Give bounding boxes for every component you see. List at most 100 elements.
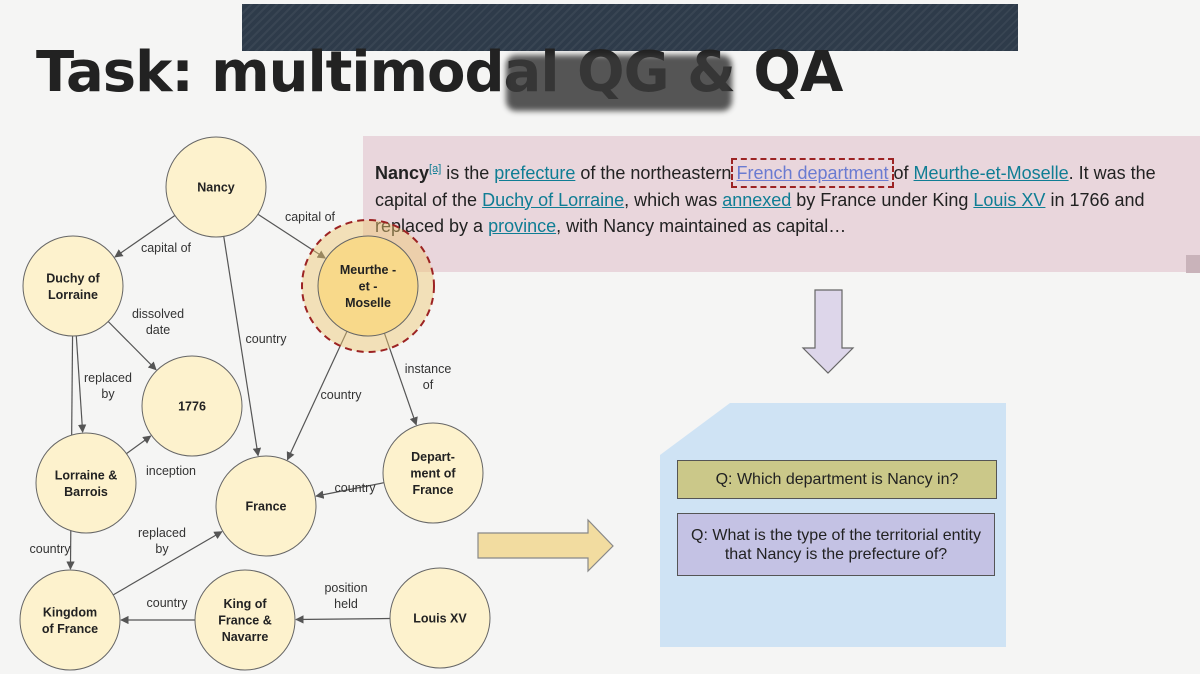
node-label: Meurthe -et -Moselle xyxy=(340,263,396,310)
node-label-line: France xyxy=(413,483,454,497)
node-department-of-france xyxy=(382,422,484,524)
node-label: France xyxy=(246,500,287,514)
blurred-overlay xyxy=(506,55,732,111)
node-label: Louis XV xyxy=(413,612,467,626)
node-1776 xyxy=(141,355,243,457)
down-arrow-icon xyxy=(801,289,855,374)
node-label-line: Depart- xyxy=(411,450,455,464)
edge-label: instance of xyxy=(405,362,452,392)
node-label-line: Lorraine xyxy=(48,288,98,302)
passage-line: capital of the Duchy of Lorraine, which … xyxy=(375,187,1200,214)
edge-kingdom-of-france-to-france xyxy=(112,531,223,596)
node-label-line: ment of xyxy=(410,467,456,481)
passage-span: is the xyxy=(441,163,495,183)
node-meurthe-et-moselle xyxy=(317,235,419,337)
edge-label-line: country xyxy=(147,596,189,610)
node-label-line: Barrois xyxy=(64,485,108,499)
passage-span: replaced by a xyxy=(375,216,489,236)
edge-lorraine-and-barrois-to-1776 xyxy=(126,435,152,455)
passage-link[interactable]: annexed xyxy=(722,189,792,210)
node-label-line: Nancy xyxy=(197,181,235,195)
passage-link[interactable]: Duchy of Lorraine xyxy=(482,189,625,210)
passage-line: Nancy[a] is the prefecture of the northe… xyxy=(375,156,1200,188)
edge-label: inception xyxy=(146,464,196,478)
passage-panel: Nancy[a] is the prefecture of the northe… xyxy=(363,136,1200,272)
node-label: Nancy xyxy=(197,181,235,195)
passage-link[interactable]: Louis XV xyxy=(973,189,1046,210)
footnote-link[interactable]: [a] xyxy=(429,163,442,175)
edge-label: replaced by xyxy=(84,371,132,401)
edge-label-line: held xyxy=(334,597,358,611)
edge-label: dissolved date xyxy=(132,307,184,337)
edge-nancy-to-france xyxy=(223,236,262,457)
edge-duchy-of-lorraine-to-lorraine-and-barrois xyxy=(75,335,87,433)
node-label-line: Kingdom xyxy=(43,605,97,619)
passage-link[interactable]: province xyxy=(488,216,557,236)
passage-span: in 1766 and xyxy=(1045,189,1145,210)
edge-label-line: position xyxy=(324,581,367,595)
node-label: Lorraine &Barrois xyxy=(55,468,118,499)
edge-nancy-to-meurthe-et-moselle xyxy=(257,213,326,259)
edge-meurthe-et-moselle-to-department-of-france xyxy=(383,333,418,426)
node-label-line: Louis XV xyxy=(413,612,467,626)
passage-link[interactable]: prefecture xyxy=(494,163,576,183)
edge-label-line: inception xyxy=(146,464,196,478)
edge-label: country xyxy=(30,542,72,556)
edge-louis-xv-to-king-of-france-navarre xyxy=(295,615,391,624)
node-label-line: Meurthe - xyxy=(340,263,396,277)
edge-label: capital of xyxy=(141,241,192,255)
passage-span: of xyxy=(888,163,914,183)
edge-label: country xyxy=(246,332,288,346)
edge-label-line: dissolved xyxy=(132,307,184,321)
right-arrow-icon xyxy=(477,518,614,573)
panel-fold-corner xyxy=(1186,255,1200,273)
passage-subject: Nancy xyxy=(375,163,430,183)
edge-label-line: country xyxy=(335,481,377,495)
edge-label-line: country xyxy=(246,332,288,346)
edge-duchy-of-lorraine-to-1776 xyxy=(107,321,157,371)
passage-link[interactable]: Meurthe-et-Moselle xyxy=(913,163,1069,183)
passage-text: Nancy[a] is the prefecture of the northe… xyxy=(363,136,1200,240)
node-france xyxy=(215,455,317,557)
edge-nancy-to-duchy-of-lorraine xyxy=(114,214,176,258)
node-label-line: of France xyxy=(42,622,98,636)
edge-label: country xyxy=(147,596,189,610)
node-label-line: France & xyxy=(218,614,272,628)
node-kingdom-of-france xyxy=(19,569,121,671)
node-label: Duchy of Lorraine xyxy=(46,271,100,302)
edge-label: capital of xyxy=(285,210,336,224)
passage-span: , with Nancy maintained as capital… xyxy=(556,216,847,236)
node-duchy-of-lorraine xyxy=(22,235,124,337)
edge-label-line: by xyxy=(101,387,115,401)
node-label: King of France & Navarre xyxy=(218,597,272,644)
node-label: Depart-ment of France xyxy=(410,450,456,497)
edge-label-line: instance xyxy=(405,362,452,376)
edge-label-line: of xyxy=(423,378,434,392)
question-1: Q: Which department is Nancy in? xyxy=(677,460,997,499)
edge-label-line: capital of xyxy=(141,241,192,255)
edge-label-line: date xyxy=(146,323,170,337)
edge-meurthe-et-moselle-to-france xyxy=(286,331,348,461)
edge-label-line: country xyxy=(321,388,363,402)
edge-label: country xyxy=(335,481,377,495)
node-label-line: et - xyxy=(359,280,378,294)
edge-label-line: by xyxy=(155,542,169,556)
passage-span: by France under King xyxy=(791,189,974,210)
edge-label-line: country xyxy=(30,542,72,556)
node-label-line: King of xyxy=(223,597,267,611)
node-label-line: Navarre xyxy=(222,630,269,644)
node-label: Kingdom of France xyxy=(42,605,98,636)
edge-label-line: capital of xyxy=(285,210,336,224)
edge-label-line: replaced xyxy=(84,371,132,385)
node-label: 1776 xyxy=(178,400,206,414)
edge-label: position held xyxy=(324,581,367,611)
node-nancy xyxy=(165,136,267,238)
node-label-line: Duchy of xyxy=(46,271,100,285)
highlighted-link[interactable]: French department xyxy=(731,158,894,188)
node-label-line: France xyxy=(246,500,287,514)
passage-line: replaced by a province, with Nancy maint… xyxy=(375,213,1200,240)
passage-span: capital of the xyxy=(375,189,483,210)
edge-label: country xyxy=(321,388,363,402)
